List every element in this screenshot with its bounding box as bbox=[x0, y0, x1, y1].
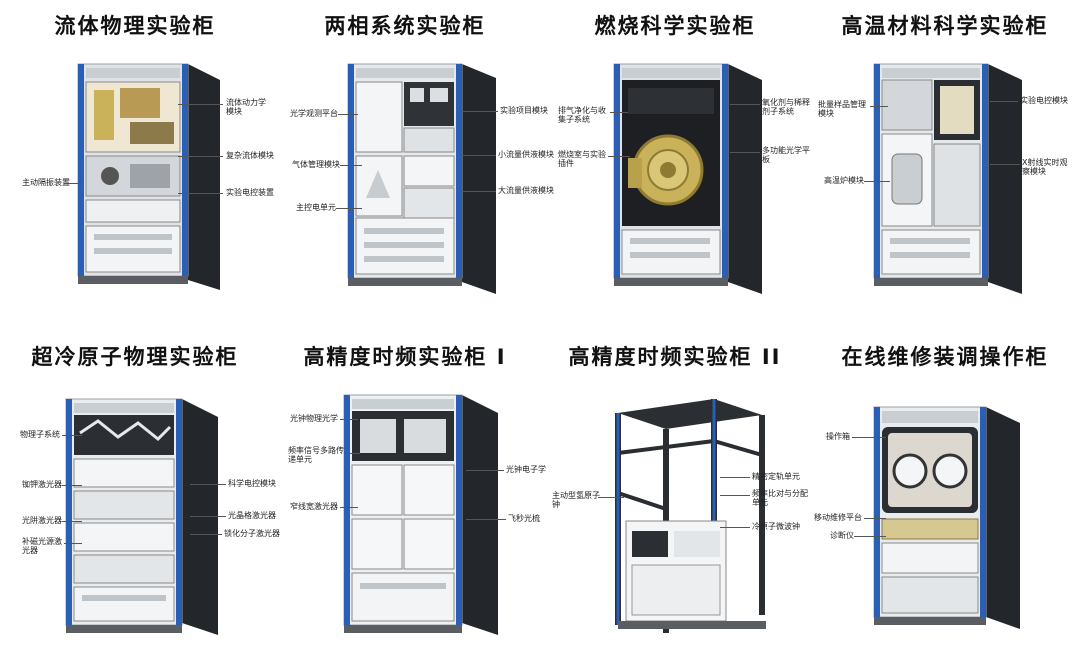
callout-leader-line bbox=[730, 104, 760, 105]
callout-leader-line bbox=[336, 208, 362, 209]
callout-leader-line bbox=[720, 495, 750, 496]
callout-leader-line bbox=[720, 527, 750, 528]
cabinet-title: 高温材料科学实验柜 bbox=[841, 14, 1049, 38]
callout-label: 飞秒光梳 bbox=[508, 514, 540, 523]
cabinet-panel-two-phase: 两相系统实验柜 光学观测平台 实验项目模块 小流量供液模块 气体管理 bbox=[270, 0, 554, 323]
callout-leader-line bbox=[864, 518, 886, 519]
callout-label: 主动型氢原子钟 bbox=[552, 491, 600, 509]
cabinet-image bbox=[606, 58, 766, 296]
cabinet-title: 高精度时频实验柜 I bbox=[303, 345, 507, 369]
callout-leader-line bbox=[460, 111, 498, 112]
callout-label: 实验电控模块 bbox=[1020, 96, 1068, 105]
cabinet-panel-fluid-physics: 流体物理实验柜 流体动力学模块 复杂流体模块 实验电控装置 主动隔振装置 bbox=[0, 0, 274, 323]
callout-label: 精密定轨单元 bbox=[752, 472, 800, 481]
cabinet-panel-combustion: 燃烧科学实验柜 排气净化与收集子系统 氧化剂与稀释剂子系统 多功能光学平板 燃烧… bbox=[540, 0, 810, 323]
callout-label: X射线实时观察模块 bbox=[1022, 158, 1068, 176]
callout-leader-line bbox=[62, 485, 82, 486]
callout-leader-line bbox=[190, 516, 226, 517]
callout-label: 实验电控装置 bbox=[226, 188, 274, 197]
callout-leader-line bbox=[864, 181, 890, 182]
callout-label: 光钟物理光学 bbox=[290, 414, 338, 423]
callout-leader-line bbox=[460, 155, 496, 156]
callout-leader-line bbox=[610, 112, 628, 113]
cabinet-image bbox=[58, 393, 223, 638]
callout-label: 移动维修平台 bbox=[814, 513, 862, 522]
callout-leader-line bbox=[338, 114, 358, 115]
cabinet-title: 在线维修装调操作柜 bbox=[841, 345, 1049, 369]
callout-leader-line bbox=[720, 477, 750, 478]
callout-label: 排气净化与收集子系统 bbox=[558, 106, 606, 124]
callout-leader-line bbox=[852, 437, 886, 438]
callout-label: 冷原子微波钟 bbox=[752, 522, 800, 531]
callout-leader-line bbox=[178, 193, 223, 194]
callout-label: 高温炉模块 bbox=[824, 176, 864, 185]
cabinet-panel-maintenance: 在线维修装调操作柜 操作箱 移动维修平台 诊断仪 bbox=[810, 323, 1080, 646]
callout-label: 多功能光学平板 bbox=[762, 146, 810, 164]
callout-leader-line bbox=[62, 435, 82, 436]
callout-leader-line bbox=[340, 419, 358, 420]
callout-label: 氧化剂与稀释剂子系统 bbox=[762, 98, 810, 116]
callout-label: 频率信号多路传递单元 bbox=[288, 446, 344, 464]
callout-label: 铷钾激光器 bbox=[22, 480, 62, 489]
cabinet-panel-time-frequency-1: 高精度时频实验柜 I 光钟物理光学 频率信号多路传递单元 光钟电子学 窄线宽激光… bbox=[270, 323, 546, 646]
callout-label: 主控电单元 bbox=[296, 203, 336, 212]
cabinet-image bbox=[866, 401, 1026, 631]
callout-leader-line bbox=[62, 521, 82, 522]
callout-leader-line bbox=[340, 507, 358, 508]
cabinet-title: 高精度时频实验柜 II bbox=[568, 345, 782, 369]
callout-label: 气体管理模块 bbox=[292, 160, 340, 169]
cabinet-image bbox=[340, 58, 500, 296]
cabinet-title: 燃烧科学实验柜 bbox=[594, 14, 756, 38]
cabinet-image bbox=[866, 58, 1026, 296]
callout-label: 补磁光源激光器 bbox=[22, 537, 62, 555]
cabinet-title: 超冷原子物理实验柜 bbox=[31, 345, 239, 369]
callout-label: 诊断仪 bbox=[830, 531, 854, 540]
callout-leader-line bbox=[190, 534, 222, 535]
callout-label: 锁化分子激光器 bbox=[224, 529, 280, 538]
callout-leader-line bbox=[340, 165, 362, 166]
callout-label: 物理子系统 bbox=[20, 430, 60, 439]
cabinet-image bbox=[336, 389, 501, 637]
callout-leader-line bbox=[190, 484, 226, 485]
cabinet-image bbox=[70, 58, 225, 293]
callout-leader-line bbox=[730, 152, 760, 153]
callout-leader-line bbox=[178, 104, 223, 105]
callout-leader-line bbox=[64, 543, 82, 544]
callout-label: 批量样品管理模块 bbox=[818, 100, 866, 118]
cabinet-panel-ultracold-atom: 超冷原子物理实验柜 物理子系统 铷钾激光器 科学电控模块 光阱激光器 光晶格激光… bbox=[0, 323, 280, 646]
callout-leader-line bbox=[854, 536, 886, 537]
callout-label: 燃烧室与实验插件 bbox=[558, 150, 606, 168]
callout-leader-line bbox=[178, 156, 223, 157]
callout-label: 光阱激光器 bbox=[22, 516, 62, 525]
callout-label: 频率比对与分配单元 bbox=[752, 489, 808, 507]
callout-leader-line bbox=[64, 183, 82, 184]
callout-leader-line bbox=[990, 164, 1020, 165]
cabinet-panel-high-temp-materials: 高温材料科学实验柜 批量样品管理模块 实验电控模块 X射线实时观察模块 高温炉模… bbox=[810, 0, 1080, 323]
callout-label: 光钟电子学 bbox=[506, 465, 546, 474]
callout-leader-line bbox=[870, 106, 888, 107]
callout-label: 大流量供液模块 bbox=[498, 186, 554, 195]
callout-label: 复杂流体模块 bbox=[226, 151, 274, 160]
callout-leader-line bbox=[460, 191, 496, 192]
callout-label: 光学观测平台 bbox=[290, 109, 338, 118]
callout-label: 操作箱 bbox=[826, 432, 850, 441]
cabinet-title: 两相系统实验柜 bbox=[324, 14, 486, 38]
callout-label: 主动隔振装置 bbox=[22, 178, 70, 187]
cabinet-title: 流体物理实验柜 bbox=[54, 14, 216, 38]
callout-leader-line bbox=[598, 497, 624, 498]
cabinet-image bbox=[596, 393, 771, 638]
callout-label: 科学电控模块 bbox=[228, 479, 276, 488]
callout-label: 小流量供液模块 bbox=[498, 150, 554, 159]
callout-label: 流体动力学模块 bbox=[226, 98, 266, 116]
callout-label: 实验项目模块 bbox=[500, 106, 548, 115]
callout-leader-line bbox=[990, 101, 1018, 102]
callout-leader-line bbox=[466, 470, 504, 471]
callout-leader-line bbox=[466, 519, 506, 520]
callout-label: 光晶格激光器 bbox=[228, 511, 276, 520]
callout-leader-line bbox=[344, 453, 360, 454]
callout-label: 窄线宽激光器 bbox=[290, 502, 338, 511]
callout-leader-line bbox=[608, 156, 630, 157]
cabinet-panel-time-frequency-2: 高精度时频实验柜 II 精密定轨单元 频率比对与分配单元 主动型氢原子钟 冷原子… bbox=[540, 323, 810, 646]
